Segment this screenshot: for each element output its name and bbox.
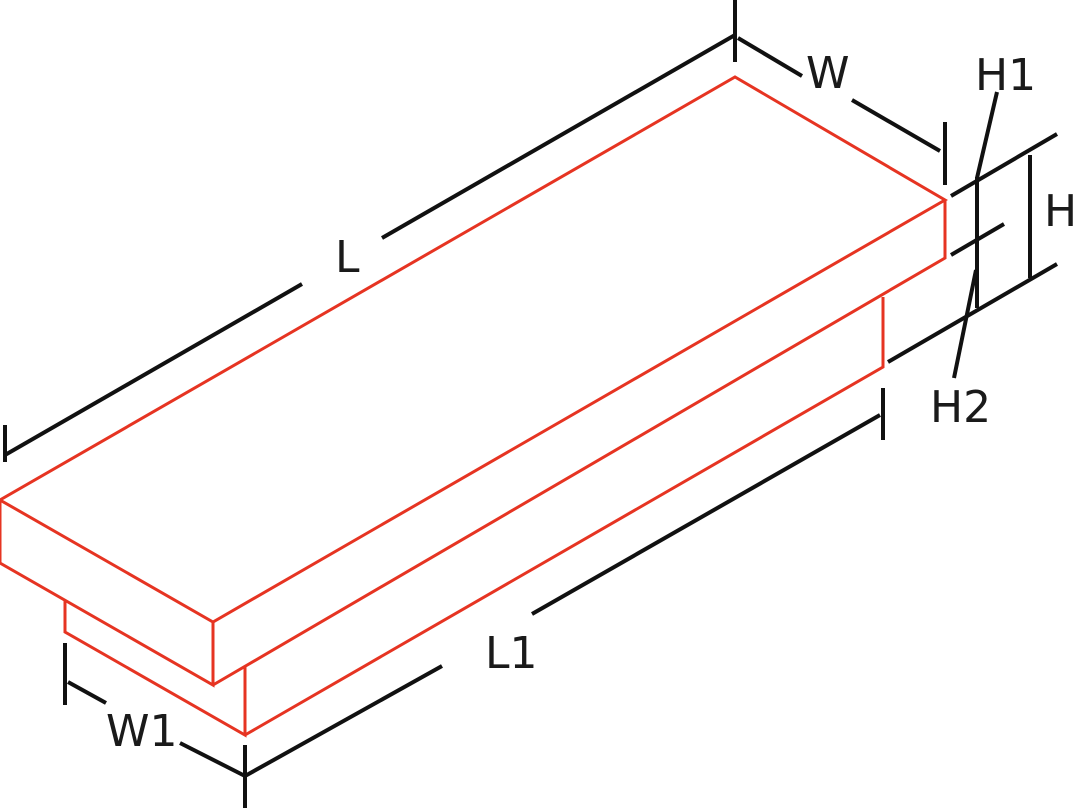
label-H: H — [1044, 186, 1077, 237]
upper-box-front-face — [212, 200, 947, 687]
label-H2: H2 — [930, 382, 991, 433]
dimension-W: W — [736, 36, 947, 185]
label-W1: W1 — [106, 706, 178, 757]
label-L1: L1 — [485, 628, 538, 679]
dimension-H1: H1 — [975, 50, 1036, 179]
upper-box-top-face — [0, 75, 948, 624]
label-H1: H1 — [975, 50, 1036, 101]
lower-box — [63, 297, 885, 738]
dimension-L1: L1 — [243, 388, 885, 808]
label-L: L — [335, 232, 360, 283]
dimension-H: H — [886, 132, 1077, 364]
upper-box-left-face — [0, 500, 215, 688]
dimension-W1: W1 — [63, 643, 246, 778]
lower-box-left-face — [63, 600, 247, 738]
label-W: W — [806, 48, 850, 99]
dimension-H2: H2 — [930, 269, 991, 433]
lower-box-front-face — [244, 297, 885, 737]
dimension-L: L — [3, 0, 737, 462]
upper-box — [0, 75, 948, 688]
